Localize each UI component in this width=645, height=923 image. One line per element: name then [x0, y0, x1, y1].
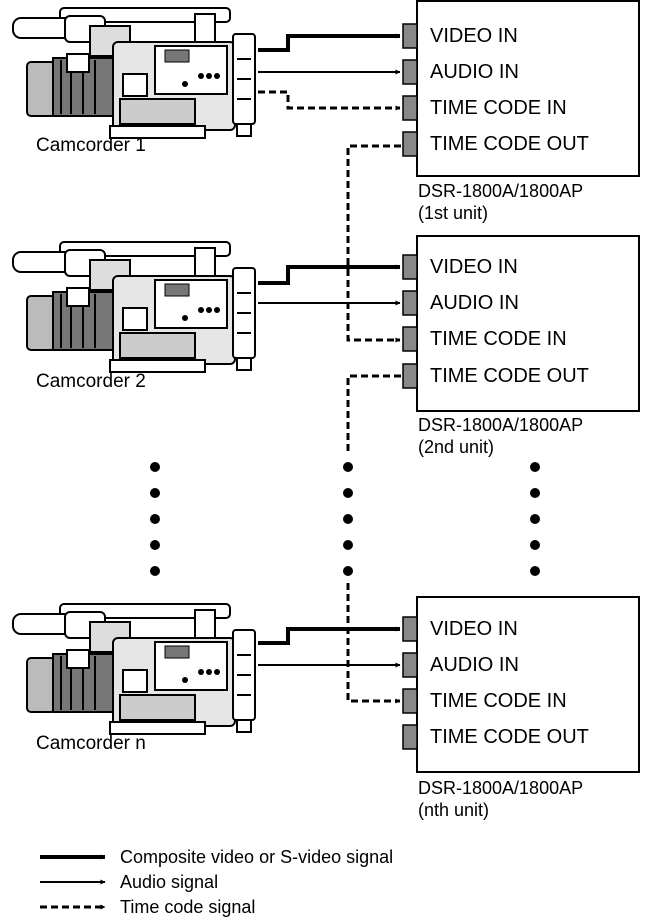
video-connection-1: [258, 36, 400, 50]
legend-timecode-label: Time code signal: [120, 896, 255, 918]
vtr2-port-timecode-in: TIME CODE IN: [430, 328, 567, 350]
ellipsis-dots: [150, 462, 540, 576]
camcorder-2-label: Camcorder 2: [36, 371, 146, 393]
camcorder-1-label: Camcorder 1: [36, 135, 146, 157]
vtr2-port-video-in: VIDEO IN: [430, 256, 518, 278]
vtr2-port-audio-in: AUDIO IN: [430, 292, 519, 314]
vtrn-port-audio-in: AUDIO IN: [430, 654, 519, 676]
vtrn-port-video-in: VIDEO IN: [430, 618, 518, 640]
vtr1-unit: (1st unit): [418, 202, 488, 224]
camcorder-2-illustration: [13, 242, 255, 372]
video-connection-2: [258, 267, 400, 283]
camcorder-1-illustration: [13, 8, 255, 138]
legend-audio-label: Audio signal: [120, 871, 218, 893]
vtr1-model: DSR-1800A/1800AP: [418, 180, 583, 202]
camcorder-n-illustration: [13, 604, 255, 734]
legend-video-label: Composite video or S-video signal: [120, 846, 393, 868]
vtr1-port-audio-in: AUDIO IN: [430, 61, 519, 83]
vtr2-model: DSR-1800A/1800AP: [418, 414, 583, 436]
vtr1-port-timecode-in: TIME CODE IN: [430, 97, 567, 119]
timecode-chain-to-n: [348, 583, 400, 701]
vtr1-port-video-in: VIDEO IN: [430, 25, 518, 47]
video-connection-n: [258, 629, 400, 643]
vtrn-unit: (nth unit): [418, 799, 489, 821]
camcorder-n-label: Camcorder n: [36, 733, 146, 755]
timecode-connection-1: [258, 92, 400, 108]
vtr1-port-timecode-out: TIME CODE OUT: [430, 133, 589, 155]
timecode-chain-2-out: [348, 376, 401, 455]
vtr2-port-timecode-out: TIME CODE OUT: [430, 365, 589, 387]
timecode-chain-1-to-2: [348, 146, 401, 340]
vtr2-unit: (2nd unit): [418, 436, 494, 458]
vtrn-port-timecode-in: TIME CODE IN: [430, 690, 567, 712]
vtrn-model: DSR-1800A/1800AP: [418, 777, 583, 799]
vtrn-port-timecode-out: TIME CODE OUT: [430, 726, 589, 748]
